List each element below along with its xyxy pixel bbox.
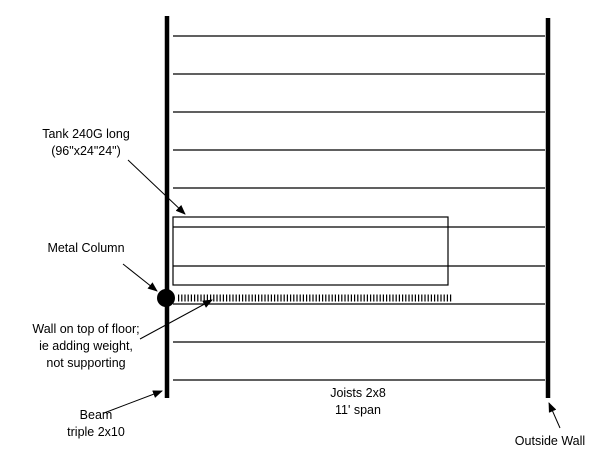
outside-wall-label: Outside Wall bbox=[515, 434, 585, 448]
wall-arrow bbox=[139, 299, 213, 340]
joists-label-line1: Joists 2x8 bbox=[330, 386, 386, 400]
tank-outline bbox=[172, 216, 449, 286]
joists-label-line2: 11' span bbox=[335, 403, 381, 417]
metal-column-label: Metal Column bbox=[47, 241, 124, 255]
tank-label-line1: Tank 240G long bbox=[42, 127, 130, 141]
metal-column-arrow bbox=[122, 263, 158, 292]
wall-label-line3: not supporting bbox=[46, 356, 125, 370]
tank-arrow bbox=[127, 159, 186, 215]
beam-label-line1: Beam bbox=[80, 408, 113, 422]
metal-column-dot bbox=[157, 289, 175, 307]
wall-label-line1: Wall on top of floor; bbox=[32, 322, 139, 336]
wall-label-line2: ie adding weight, bbox=[39, 339, 133, 353]
outside-wall-arrow bbox=[548, 402, 561, 429]
joist-lines bbox=[173, 35, 545, 381]
beam-arrow bbox=[103, 390, 163, 414]
beam-label-line2: triple 2x10 bbox=[67, 425, 125, 439]
tank-label-line2: (96"x24"24") bbox=[51, 144, 121, 158]
